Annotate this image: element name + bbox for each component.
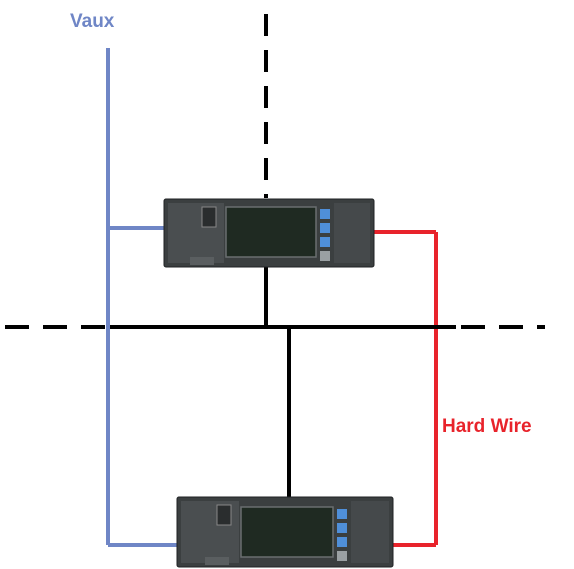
device-port-icon: [201, 206, 217, 228]
upper-controller: [163, 198, 375, 268]
device-button-down: [320, 237, 330, 247]
device-left-slot: [205, 557, 229, 565]
device-button-grey: [337, 551, 347, 561]
network-links: [110, 266, 456, 500]
device-right-panel: [334, 203, 370, 263]
device-button-grey: [320, 251, 330, 261]
device-port-icon: [216, 504, 232, 526]
vaux-label: Vaux: [70, 11, 115, 32]
device-button-mid: [320, 223, 330, 233]
device-left-slot: [190, 257, 214, 265]
hard-wire: [372, 230, 438, 547]
device-screen: [240, 506, 334, 558]
device-button-up: [337, 509, 347, 519]
lower-controller: [176, 496, 394, 568]
device-right-panel: [351, 501, 389, 563]
device-screen: [225, 206, 317, 258]
hard-wire-label: Hard Wire: [442, 416, 532, 437]
device-button-mid: [337, 523, 347, 533]
vaux-wiring: [106, 48, 180, 547]
device-button-up: [320, 209, 330, 219]
device-button-down: [337, 537, 347, 547]
